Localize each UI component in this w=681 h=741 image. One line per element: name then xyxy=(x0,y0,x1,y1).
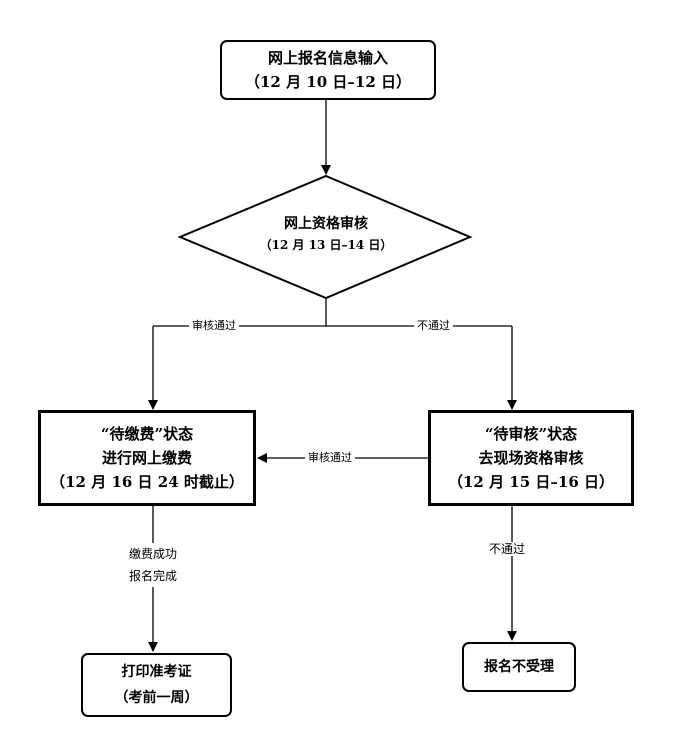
node-print-ticket: 打印准考证 （考前一周） xyxy=(81,653,232,717)
node-print-ticket-date: （考前一周） xyxy=(114,690,199,706)
node-online-review-title: 网上资格审核 xyxy=(284,216,368,232)
node-online-input-date: （12 月 10 日–12 日） xyxy=(244,73,411,91)
edge-label-online-pass: 审核通过 xyxy=(189,319,239,333)
node-online-input: 网上报名信息输入 （12 月 10 日–12 日） xyxy=(220,40,436,100)
edge-label-onsite-pass: 审核通过 xyxy=(305,451,355,465)
node-pending-payment-action: 进行网上缴费 xyxy=(101,449,192,467)
edge-label-pay-success-line1: 缴费成功 xyxy=(128,547,177,561)
edge-label-online-fail: 不通过 xyxy=(414,319,453,333)
node-pending-review-date: （12 月 15 日–16 日） xyxy=(447,473,614,491)
node-pending-payment: “待缴费”状态 进行网上缴费 （12 月 16 日 24 时截止） xyxy=(38,410,256,506)
edge-label-pay-success: 缴费成功 报名完成 xyxy=(103,543,203,587)
node-pending-review: “待审核”状态 去现场资格审核 （12 月 15 日–16 日） xyxy=(428,410,634,506)
node-pending-review-status: “待审核”状态 xyxy=(484,425,578,443)
edge-label-onsite-fail: 不通过 xyxy=(486,542,529,556)
node-online-review: 网上资格审核 （12 月 13 日–14 日） xyxy=(230,213,422,255)
node-pending-payment-deadline: （12 月 16 日 24 时截止） xyxy=(50,473,244,491)
node-print-ticket-title: 打印准考证 xyxy=(121,664,192,680)
node-pending-payment-status: “待缴费”状态 xyxy=(100,425,194,443)
node-online-input-title: 网上报名信息输入 xyxy=(267,49,388,67)
node-online-review-date: （12 月 13 日–14 日） xyxy=(259,238,393,252)
node-pending-review-action: 去现场资格审核 xyxy=(478,449,584,467)
node-rejected: 报名不受理 xyxy=(462,642,576,692)
node-rejected-title: 报名不受理 xyxy=(484,659,554,675)
edge-label-pay-success-line2: 报名完成 xyxy=(128,569,177,583)
